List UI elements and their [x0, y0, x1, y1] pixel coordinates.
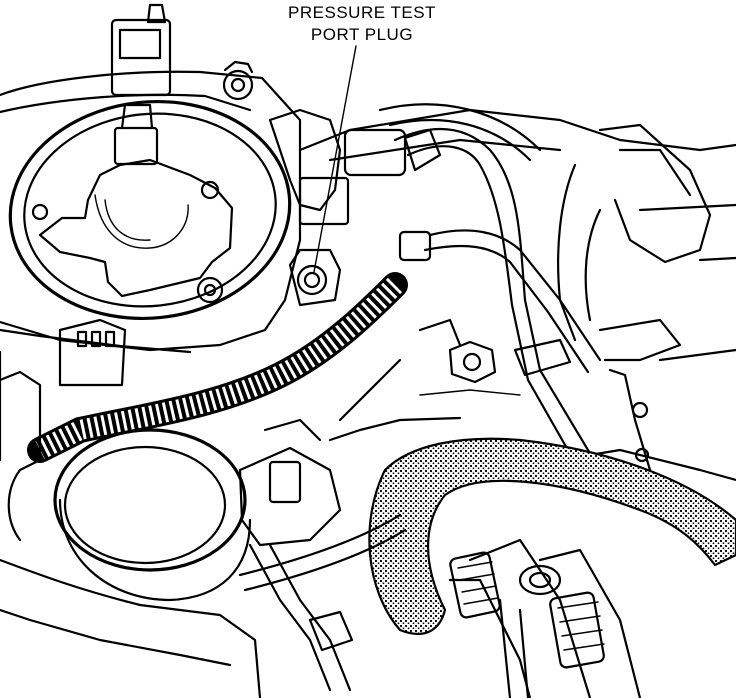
lower-hoses	[448, 538, 642, 698]
right-hose	[557, 123, 736, 472]
pressure-test-port-plug-label: PRESSURE TEST PORT PLUG	[262, 2, 462, 46]
callout-line-2: PORT PLUG	[310, 25, 414, 44]
wiring-harness	[27, 272, 408, 463]
callout-line-1: PRESSURE TEST	[288, 3, 436, 22]
fuel-lines	[378, 103, 602, 482]
wires	[238, 389, 521, 592]
throttle-body	[8, 99, 292, 321]
electrical-connector	[238, 418, 354, 692]
top-sensor	[110, 3, 254, 101]
pressure-port-plug	[268, 108, 442, 307]
stippled-hose	[368, 437, 736, 635]
center-nut	[338, 318, 497, 422]
canister	[0, 370, 262, 698]
callout-leader-line	[313, 45, 357, 273]
